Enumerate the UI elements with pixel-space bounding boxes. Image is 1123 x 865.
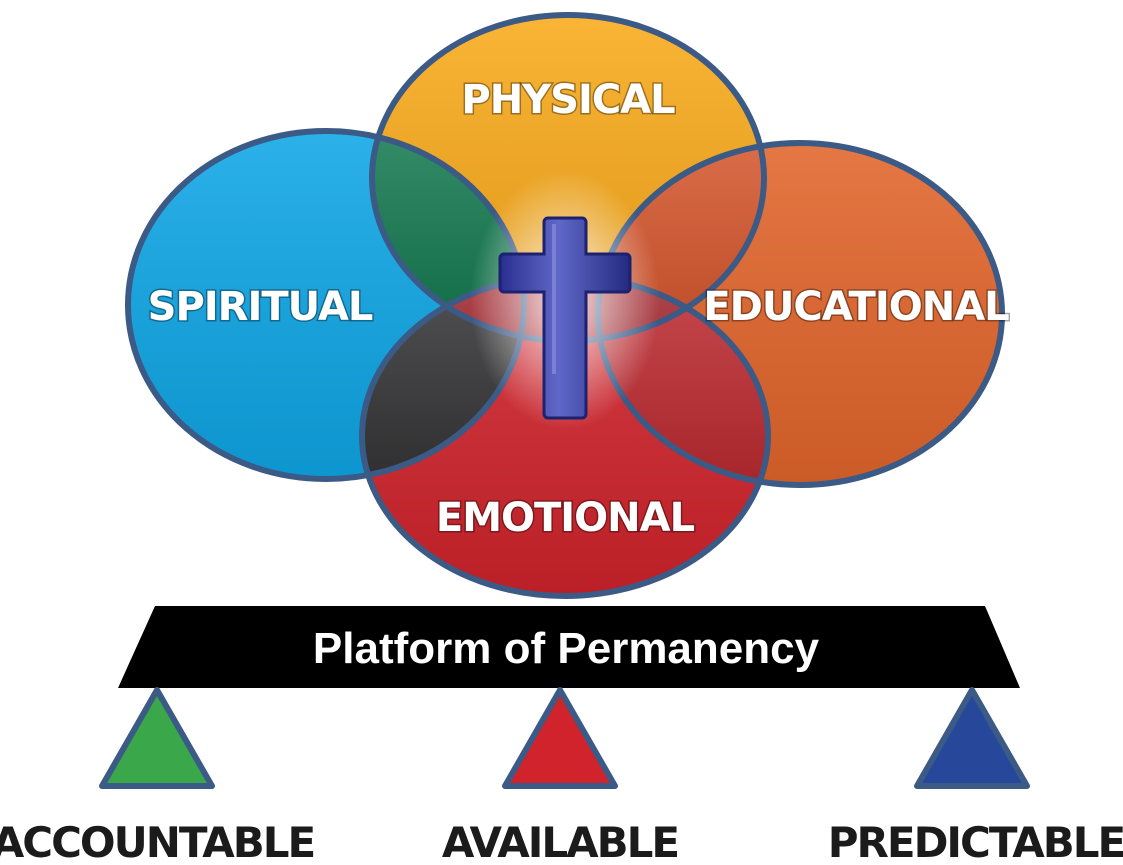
pillar-available-label: AVAILABLE [442,818,678,861]
pillar-accountable: ACCOUNTABLE [0,687,316,865]
pillar-predictable-label: PREDICTABLE [828,818,1123,861]
cross-icon [470,170,660,430]
pillar-available-triangle [502,687,618,789]
platform-label: Platform of Permanency [313,624,820,673]
emotional-label: EMOTIONAL [436,495,695,541]
pillar-accountable-triangle [99,687,215,789]
pillar-accountable-label: ACCOUNTABLE [0,818,314,861]
pillar-available: AVAILABLE [442,687,680,865]
pillar-predictable: PREDICTABLE [828,687,1123,865]
emotional-shade [362,276,768,596]
platform: Platform of Permanency [118,606,1020,688]
educational-label: EDUCATIONAL [703,284,1009,330]
physical-label: PHYSICAL [461,77,675,123]
platform-bar [118,606,1020,688]
pillar-predictable-triangle [914,687,1030,789]
spiritual-label: SPIRITUAL [148,284,373,330]
